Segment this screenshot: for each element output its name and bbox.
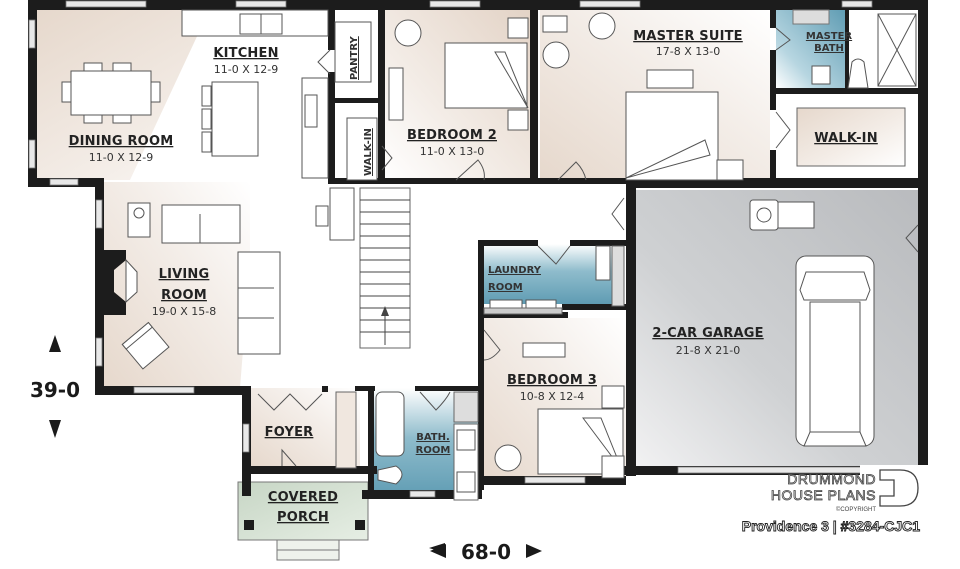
depth-dimension: 39-0	[30, 378, 80, 402]
staircase	[359, 187, 411, 349]
laundry-label-1: LAUNDRY	[488, 265, 542, 276]
master-bath-label-1: MASTER	[806, 31, 853, 42]
living-room-label-2: ROOM	[161, 288, 207, 303]
kitchen-label: KITCHEN	[213, 46, 278, 61]
loveseat	[161, 204, 241, 244]
desk	[329, 187, 355, 241]
stair-up-arrow-icon	[381, 306, 389, 316]
bedroom-2-label: BEDROOM 2	[407, 128, 497, 143]
branding: DRUMMOND HOUSE PLANS ©COPYRIGHT Providen…	[741, 465, 935, 534]
copyright: ©COPYRIGHT	[836, 506, 876, 513]
brand-line-2: HOUSE PLANS	[771, 487, 876, 503]
width-dimension: 68-0	[461, 540, 511, 564]
porch-label-1: COVERED	[268, 490, 338, 505]
arrow-right-icon	[526, 544, 542, 558]
dining-room-dims: 11-0 X 12-9	[89, 151, 153, 164]
car-icon	[795, 255, 875, 447]
windows	[28, 0, 879, 498]
garage-dims: 21-8 X 21-0	[676, 344, 740, 357]
master-suite-label: MASTER SUITE	[633, 29, 743, 44]
drummond-logo-icon	[879, 469, 919, 507]
living-room-dims: 19-0 X 15-8	[152, 305, 216, 318]
arrow-left-icon	[430, 544, 446, 558]
toilet-icon	[377, 465, 403, 485]
master-walkin-label: WALK-IN	[814, 131, 878, 146]
bathroom-label-2: ROOM	[416, 445, 451, 456]
bedroom-3-label: BEDROOM 3	[507, 373, 597, 388]
hall-walkin-label: WALK-IN	[363, 128, 374, 176]
master-walkin-floor	[796, 107, 906, 167]
bathroom-label-1: BATH.	[416, 432, 450, 443]
bathtub-icon	[375, 391, 405, 457]
master-suite-dims: 17-8 X 13-0	[656, 45, 720, 58]
dining-room-label: DINING ROOM	[69, 134, 174, 149]
porch-label-2: PORCH	[277, 510, 329, 525]
doors	[257, 27, 919, 467]
sink-icon	[456, 429, 476, 451]
bedroom-2-dims: 11-0 X 13-0	[420, 145, 484, 158]
dining-room-floor	[36, 10, 330, 180]
master-bath-label-2: BATH	[814, 43, 844, 54]
master-sink-icon	[811, 65, 831, 85]
living-room-label-1: LIVING	[159, 267, 210, 282]
master-toilet-icon	[847, 58, 869, 89]
sink-icon	[456, 471, 476, 493]
kitchen-island	[211, 81, 259, 157]
overall-dimensions: 39-0 68-0	[30, 335, 542, 564]
foyer-label: FOYER	[265, 425, 314, 440]
brand-line-1: DRUMMOND	[787, 471, 876, 487]
bed-master-suite	[625, 91, 719, 181]
lawn-mower-icon	[749, 199, 815, 231]
arrow-down-icon	[49, 420, 61, 438]
fireplace-icon	[104, 250, 126, 315]
garage-label: 2-CAR GARAGE	[652, 326, 763, 341]
room-labels: KITCHEN 11-0 X 12-9 DINING ROOM 11-0 X 1…	[69, 29, 878, 525]
arrow-up-icon	[49, 335, 61, 352]
kitchen-dims: 11-0 X 12-9	[214, 63, 278, 76]
plan-title: Providence 3 | #3284-CJC1	[742, 518, 920, 534]
bedroom-3-dims: 10-8 X 12-4	[520, 390, 584, 403]
dining-table	[70, 70, 152, 116]
stove-icon	[304, 94, 318, 128]
sofa	[237, 251, 281, 355]
laundry-label-2: ROOM	[488, 282, 523, 293]
fixtures	[61, 9, 917, 561]
pantry-label: PANTRY	[349, 36, 360, 80]
